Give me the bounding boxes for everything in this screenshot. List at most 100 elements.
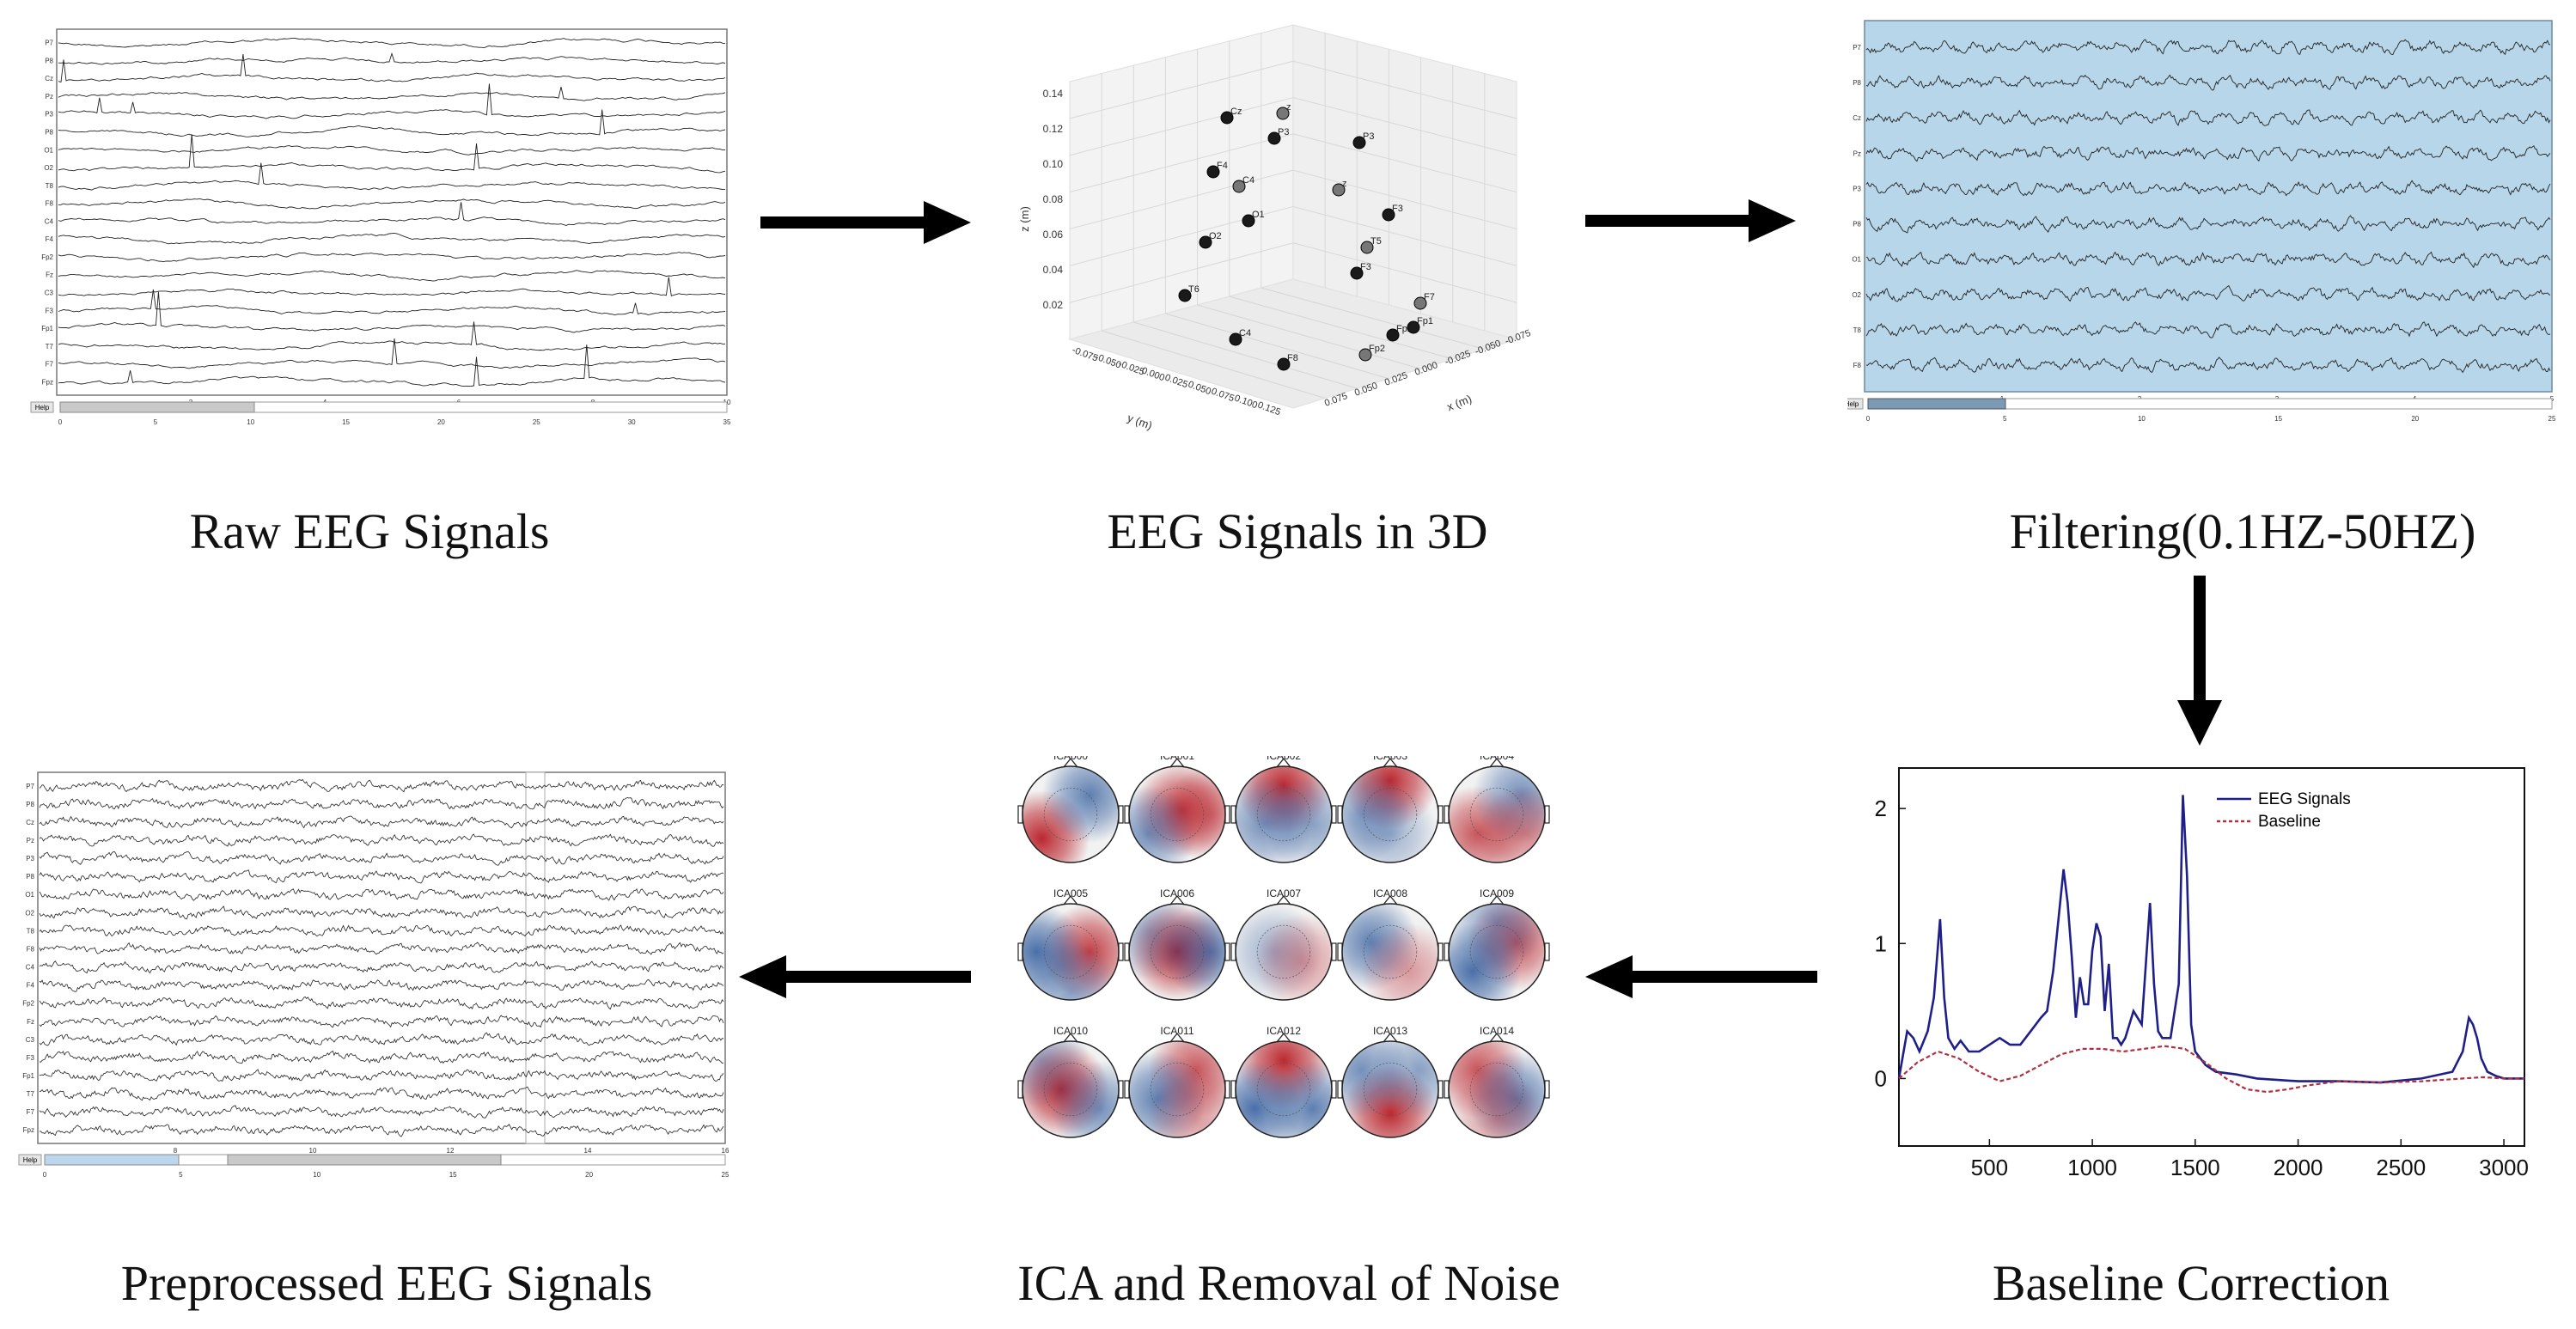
ica-topomap[interactable]: ICA001 [1100,756,1259,881]
ica-topomap[interactable]: ICA008 [1323,887,1458,1019]
ica-topomap[interactable]: ICA007 [1226,887,1352,1009]
ear-marker [1331,942,1337,961]
eeg-trace [1865,39,2551,56]
scrollbar-thumb[interactable] [1867,398,2006,410]
electrode-point [1352,136,1366,149]
scrollbar-thumb[interactable] [59,401,255,413]
scrollbar-window[interactable] [44,1154,180,1166]
channel-label: P8 [26,873,34,881]
channel-label: Fz [46,271,53,279]
nose-marker [1383,1032,1398,1043]
electrode-point [1350,266,1364,280]
channel-label: Pz [27,837,34,844]
ear-marker [1444,1080,1450,1099]
time-tick-label: 12 [447,1147,455,1155]
scroll-tick-label: 15 [449,1171,457,1179]
electrode-label: F8 [1287,353,1298,363]
eeg-trace [58,321,726,351]
ear-marker [1224,942,1230,961]
ear-marker [1124,1080,1130,1099]
eeg-trace [1865,284,2551,302]
ica-topomap[interactable]: ICA012 [1206,1012,1360,1156]
ica-topomap[interactable]: ICA009 [1425,875,1555,1019]
channel-label: F8 [1853,362,1862,369]
channel-label: F8 [46,200,54,208]
electrode-label: z [1342,179,1347,189]
electrode-label: T6 [1188,284,1199,295]
nose-marker [1489,894,1505,905]
help-label: Help [1847,400,1859,408]
series-line-baseline [1898,1045,2524,1094]
ica-topomap[interactable]: ICA002 [1217,756,1361,872]
channel-label: P8 [45,57,53,64]
ica-title: ICA008 [1373,887,1407,899]
ear-marker [1230,805,1236,824]
ear-marker [1331,805,1337,824]
electrode-label: O2 [1209,231,1222,241]
eeg-trace [39,978,724,992]
nose-marker [1169,1032,1185,1043]
eeg-trace [39,850,724,866]
channel-label: F8 [27,945,35,953]
channel-label: P7 [1853,44,1861,52]
ica-topomap[interactable]: ICA010 [1005,1012,1148,1156]
channel-label: Pz [46,93,53,101]
raw-eeg-panel: P7P8CzPzP3P8O1O2T8F8C4F4Fp2FzC3F3Fp1T7F7… [30,28,731,426]
ica-topomap[interactable]: ICA013 [1313,1022,1467,1161]
ica-title: ICA011 [1160,1025,1193,1037]
ica-topomap[interactable]: ICA000 [1005,756,1138,887]
ica-topomap[interactable]: ICA005 [1005,887,1138,1039]
eeg-trace [40,1069,724,1082]
eeg-trace [39,1015,724,1028]
electrode-point [1178,289,1192,302]
scrollbar-thumb[interactable] [227,1154,502,1166]
ear-marker [1124,805,1130,824]
eeg-trace [1865,180,2551,197]
eeg-trace [39,1050,724,1064]
help-button[interactable] [30,401,54,413]
x-tick-label: 1500 [2170,1155,2220,1180]
ica-title: ICA005 [1053,887,1088,899]
ica-topomap[interactable]: ICA004 [1430,756,1555,881]
scroll-tick-label: 5 [2003,415,2007,423]
x-tick-label: 3000 [2479,1155,2529,1180]
time-tick-label: 16 [722,1147,729,1155]
electrode-point [1220,111,1234,125]
ica-topomap[interactable]: ICA011 [1110,1022,1245,1167]
eeg-trace [58,277,726,296]
ica-topomap[interactable]: ICA006 [1100,885,1259,1001]
ica-topomap[interactable]: ICA003 [1313,756,1444,881]
electrode-label: O1 [1252,210,1265,220]
electrode-label: F4 [1217,161,1228,171]
nose-marker [1489,1032,1505,1043]
nose-marker [1276,1032,1291,1043]
eeg-trace [39,778,723,793]
help-button[interactable] [18,1154,42,1166]
electrode-label: C4 [1239,328,1251,338]
electrode-label: F7 [1424,292,1435,302]
eeg-trace [1865,251,2551,269]
ear-marker [1017,1080,1023,1099]
channel-label: C4 [45,217,54,225]
eeg-trace [39,815,724,829]
preprocessed-eeg-panel: P7P8CzPzP3P8O1O2T8F8C4F4Fp2FzC3F3Fp1T7F7… [18,771,729,1179]
channel-label: Pz [1853,149,1861,157]
annotation-span [525,771,546,1144]
x-axis-label: x (m) [1445,392,1474,413]
scroll-tick-label: 20 [2411,415,2419,423]
time-tick-label: 14 [584,1147,592,1155]
ica-topomap[interactable]: ICA014 [1430,1022,1555,1167]
help-button[interactable] [1847,398,1864,410]
eeg-trace [1865,321,2551,338]
scroll-tick-label: 25 [2549,415,2556,423]
scroll-tick-label: 0 [58,418,63,426]
scroll-tick-label: 30 [628,418,636,426]
channel-label: T8 [46,182,54,190]
electrode-label: P3 [1278,127,1289,137]
channel-label: F7 [46,361,54,369]
scroll-tick-label: 10 [313,1171,320,1179]
channel-label: P8 [1853,79,1861,87]
channel-label: F4 [27,982,35,990]
z-tick-label: 0.04 [1043,264,1064,276]
